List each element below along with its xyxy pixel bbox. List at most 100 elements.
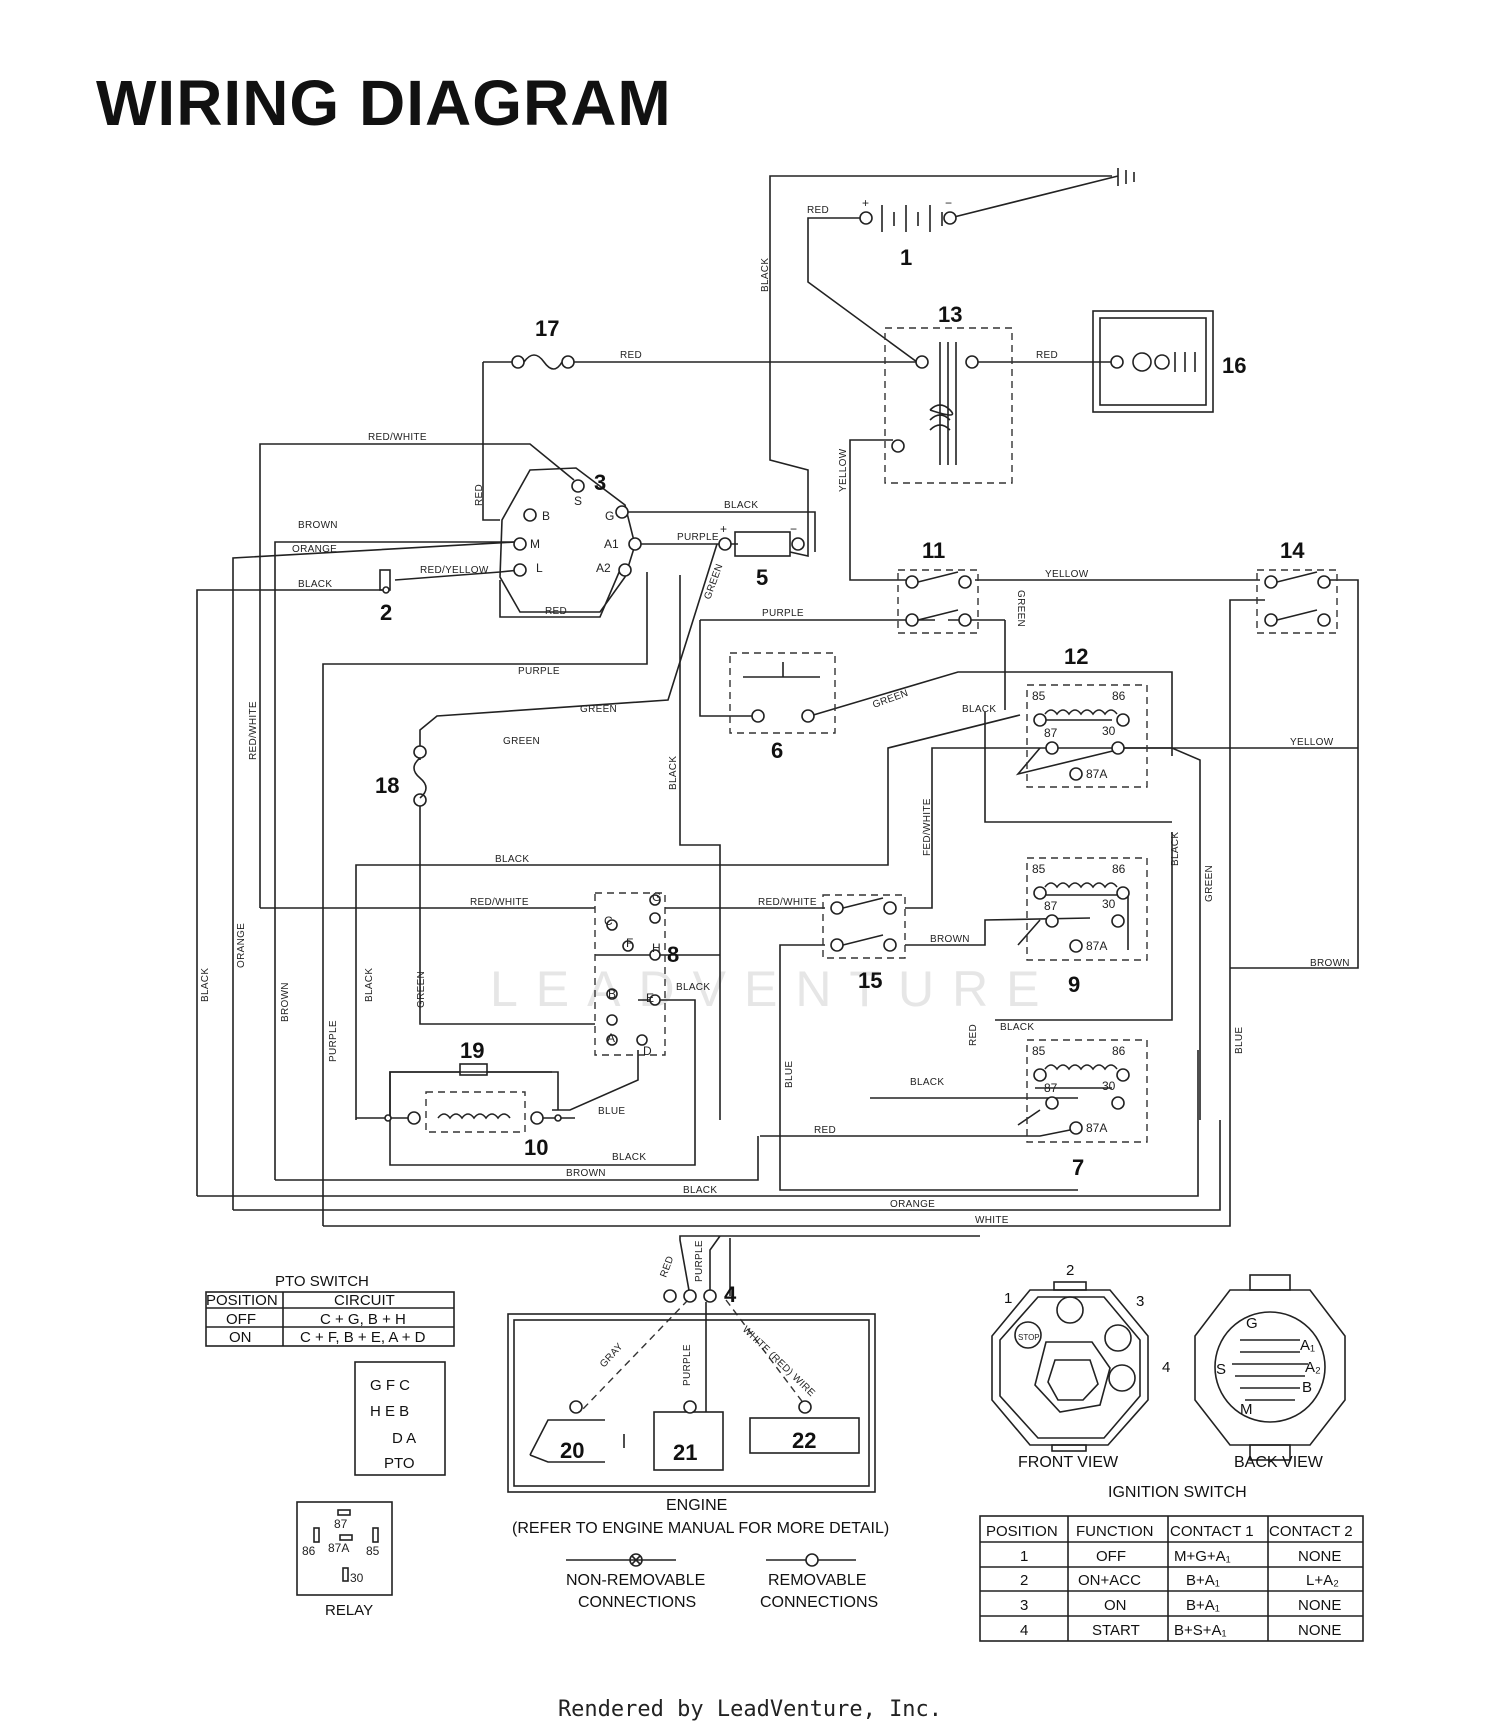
pto-legend-box (354, 1361, 446, 1476)
num-19: 19 (460, 1038, 484, 1063)
svg-text:85: 85 (1032, 689, 1046, 703)
label-red-white-left: RED/WHITE (248, 701, 259, 760)
svg-text:M: M (530, 537, 540, 551)
wire-brown (274, 541, 515, 1180)
svg-text:A1: A1 (604, 537, 619, 551)
svg-text:B+A₁: B+A₁ (1186, 1597, 1220, 1614)
component-numbers: 1 2 3 4 5 6 7 8 9 10 11 12 13 14 15 16 1… (375, 245, 1305, 1465)
svg-text:B+A₁: B+A₁ (1186, 1572, 1220, 1589)
svg-text:G: G (605, 509, 614, 523)
wire-black-5-down (679, 575, 721, 1120)
label-white-bottom: WHITE (975, 1215, 1009, 1226)
label-green-18: GREEN (503, 736, 540, 747)
label-red-white-mid: RED/WHITE (470, 897, 529, 908)
svg-text:−: − (790, 522, 797, 536)
num-18: 18 (375, 773, 399, 798)
svg-text:NONE: NONE (1298, 1548, 1341, 1565)
ign-back-g: G (1246, 1315, 1258, 1332)
pto-row-off-pos: OFF (226, 1311, 256, 1328)
ignition-front-view (991, 1281, 1149, 1452)
wire-engine-gray (581, 1299, 689, 1411)
label-gray: GRAY (598, 1341, 625, 1370)
svg-text:OFF: OFF (1096, 1548, 1126, 1565)
svg-text:87A: 87A (1086, 939, 1107, 953)
pto-legend-row-3: D A (392, 1430, 416, 1447)
svg-text:S: S (574, 494, 582, 508)
num-6: 6 (771, 738, 783, 763)
ign-back-s: S (1216, 1361, 1226, 1378)
label-red-17: RED (620, 350, 642, 361)
ign-pos-1: 1 (1004, 1290, 1012, 1307)
relay-9 (1026, 857, 1148, 961)
front-view-label: FRONT VIEW (1018, 1454, 1119, 1471)
wire-red-white-top (259, 443, 575, 908)
label-red-bottom-3: RED (545, 606, 567, 617)
svg-text:30: 30 (1102, 724, 1116, 738)
label-orange-bottom: ORANGE (890, 1199, 935, 1210)
svg-text:B: B (608, 987, 616, 1001)
wire-ground (949, 168, 1135, 219)
relay-7 (1026, 1039, 1148, 1143)
label-red-16: RED (1036, 350, 1058, 361)
svg-text:87: 87 (1044, 1081, 1058, 1095)
label-blue-10: BLUE (598, 1106, 625, 1117)
switch-15 (822, 894, 906, 959)
ign-back-m: M (1240, 1401, 1253, 1418)
watermark: LEADVENTURE (490, 961, 1058, 1017)
ign-back-a2: A₂ (1305, 1359, 1321, 1376)
ign-pos-2: 2 (1066, 1262, 1074, 1279)
relay12-wires (1015, 719, 1126, 776)
num-12: 12 (1064, 644, 1088, 669)
ign-pos-4: 4 (1162, 1359, 1170, 1376)
label-red-relay: RED (968, 1024, 979, 1046)
pto-legend-row-1: G F C (370, 1377, 410, 1394)
ignition-switch-title: IGNITION SWITCH (1108, 1484, 1247, 1501)
pto-switch-table (205, 1291, 455, 1347)
label-black-key: BLACK (298, 579, 332, 590)
num-20: 20 (560, 1438, 584, 1463)
svg-text:M+G+A₁: M+G+A₁ (1174, 1548, 1231, 1565)
label-black-relay9: BLACK (1000, 1022, 1034, 1033)
wire-red-7 (760, 1127, 1081, 1137)
engine-note: (REFER TO ENGINE MANUAL FOR MORE DETAIL) (512, 1520, 889, 1537)
num-8: 8 (667, 942, 679, 967)
label-black-5: BLACK (668, 756, 679, 790)
wire-brown-15-9 (905, 917, 1091, 946)
label-black-356: BLACK (364, 968, 375, 1002)
legend-text: PTO SWITCH POSITION CIRCUIT OFF C + G, B… (206, 1262, 1353, 1639)
label-black-right-relay: BLACK (1170, 832, 1181, 866)
label-black-7: BLACK (910, 1077, 944, 1088)
wire-black-3-5 (625, 511, 816, 552)
back-view-label: BACK VIEW (1234, 1454, 1324, 1471)
label-red-battery: RED (807, 205, 829, 216)
wire-black-mid (355, 714, 1021, 1120)
engine-terminal-22 (749, 1417, 860, 1454)
svg-text:CONTACT 1: CONTACT 1 (1170, 1523, 1254, 1540)
svg-text:B: B (542, 509, 550, 523)
svg-text:E: E (646, 991, 654, 1005)
ignition-back-view (1194, 1274, 1346, 1461)
components (296, 205, 1346, 1596)
wire-blue-right (1229, 599, 1265, 1218)
label-green-420: GREEN (416, 971, 427, 1008)
label-red-yellow: RED/YELLOW (420, 565, 489, 576)
non-removable-connections: CONNECTIONS (578, 1594, 696, 1611)
wire-red-17-3 (482, 362, 500, 521)
label-red-3: RED (474, 484, 485, 506)
label-black-8: BLACK (676, 982, 710, 993)
label-yellow-13: YELLOW (838, 448, 849, 492)
label-red-white-top: RED/WHITE (368, 432, 427, 443)
num-15: 15 (858, 968, 882, 993)
wire-orange (232, 541, 516, 1210)
engine-terminal-20 (529, 1419, 605, 1463)
num-11: 11 (922, 538, 945, 563)
svg-text:4: 4 (1020, 1622, 1028, 1639)
label-purple-3-5: PURPLE (677, 532, 719, 543)
wire-black-right (995, 832, 1173, 1021)
label-blue-15: BLUE (784, 1061, 795, 1088)
wire-yellow-13 (849, 439, 907, 581)
num-13: 13 (938, 302, 962, 327)
svg-text:86: 86 (1112, 862, 1126, 876)
label-purple-6: PURPLE (762, 608, 804, 619)
